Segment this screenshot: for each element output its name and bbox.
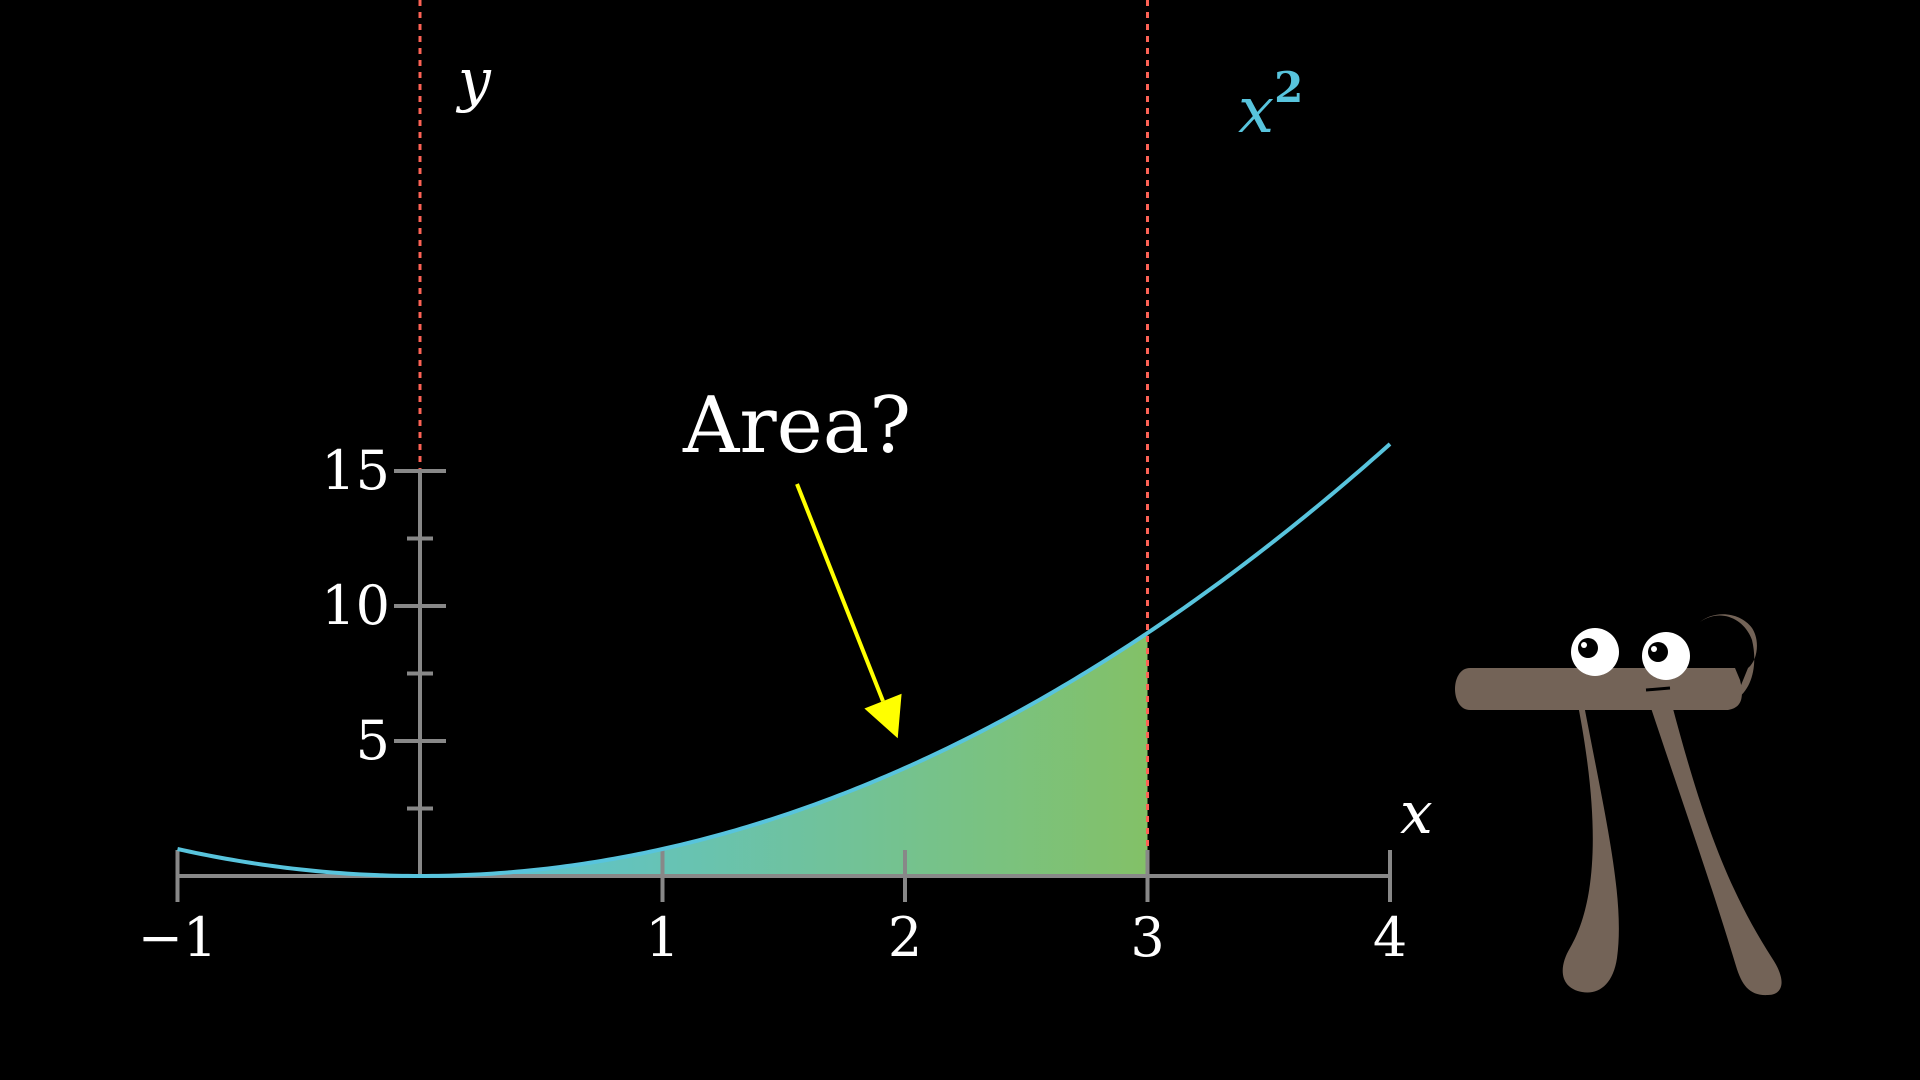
x-axis-label: x (1400, 779, 1433, 847)
pi-creature-left-pupil (1578, 638, 1598, 658)
function-label: x2 (1238, 63, 1303, 148)
annotation-arrow (795, 483, 902, 739)
x-tick-label: 2 (888, 906, 922, 969)
x-tick-label: 3 (1130, 906, 1164, 969)
dashed-vertical-lines (418, 0, 1149, 876)
y-axis-label: y (455, 46, 492, 114)
pi-creature-mouth (1645, 686, 1671, 692)
x-tick-labels: −1 1 2 3 4 (138, 906, 1407, 969)
pi-creature-right-pupil (1648, 642, 1668, 662)
pi-creature-left-leg (1562, 705, 1619, 993)
pi-creature-right-leg (1650, 705, 1782, 996)
y-tick-label: 5 (356, 709, 390, 772)
y-tick-labels: 5 10 15 (321, 439, 390, 772)
pi-creature-right-glint (1651, 646, 1657, 652)
y-tick-label: 15 (321, 439, 390, 502)
x-tick-label: −1 (138, 906, 218, 969)
area-annotation: Area? (682, 381, 911, 471)
y-tick-label: 10 (321, 574, 390, 637)
x-tick-label: 4 (1373, 906, 1407, 969)
x-tick-label: 1 (645, 906, 679, 969)
shaded-area (420, 633, 1148, 876)
pi-creature-left-glint (1581, 642, 1587, 648)
function-label-base: x (1238, 74, 1274, 148)
pi-creature (1455, 614, 1782, 996)
function-curve (177, 442, 1392, 879)
x-ticks (175, 850, 1392, 902)
y-ticks (394, 469, 446, 811)
function-label-exponent: 2 (1274, 63, 1303, 112)
